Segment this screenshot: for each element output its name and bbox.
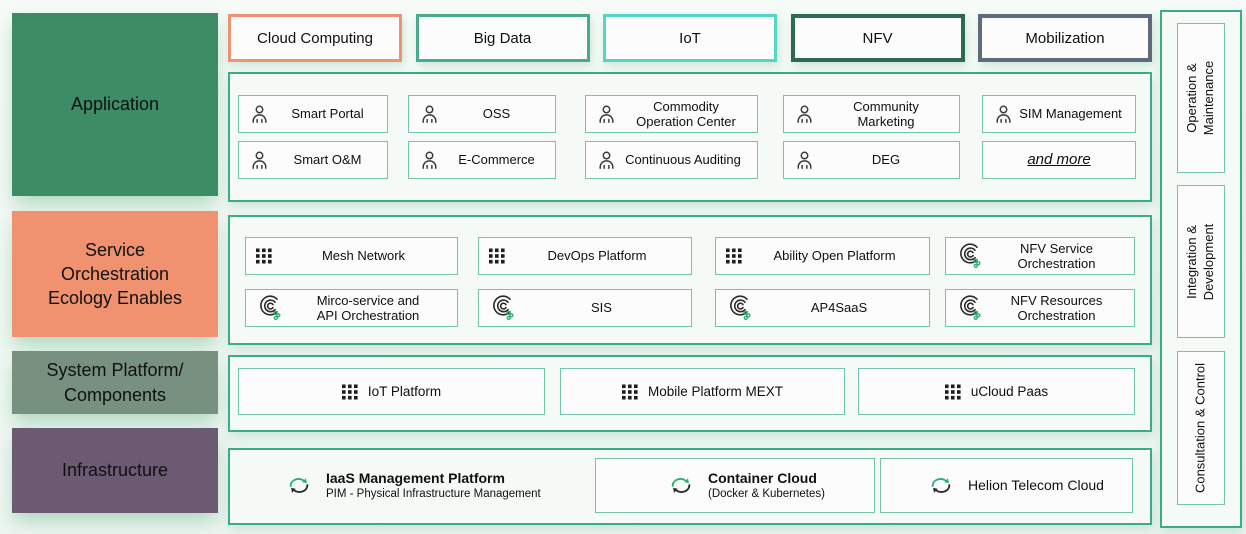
layer-label-application: Application bbox=[12, 13, 218, 196]
item-label: Mesh Network bbox=[321, 248, 406, 264]
item-label: Mirco-service and API Orchestration bbox=[316, 292, 420, 323]
cloud-sync-icon bbox=[926, 473, 956, 498]
item-label: Ability Open Platform bbox=[773, 248, 896, 264]
lifecycle-sidebar: Operation & Maintenance Integration & De… bbox=[1160, 10, 1242, 528]
system-platform-section: IoT Platform Mobile Platform MEXT uCloud… bbox=[228, 355, 1152, 432]
orchestration-icon bbox=[726, 294, 751, 322]
app-item-deg: DEG bbox=[783, 141, 960, 179]
sys-item-iot-platform: IoT Platform bbox=[238, 368, 545, 415]
orchestration-icon bbox=[489, 294, 514, 322]
item-title: Container Cloud bbox=[708, 469, 817, 486]
item-label: E-Commerce bbox=[458, 152, 535, 168]
item-label: SIS bbox=[591, 300, 612, 316]
item-label: DevOps Platform bbox=[547, 248, 647, 264]
user-icon bbox=[249, 104, 270, 125]
item-label: Smart O&M bbox=[293, 152, 362, 168]
item-label: NFV Service Orchestration bbox=[1017, 240, 1096, 271]
inf-item-iaas-management-platform: IaaS Management Platform PIM - Physical … bbox=[270, 458, 600, 513]
app-item-smart-portal: Smart Portal bbox=[238, 95, 388, 133]
grid-icon bbox=[256, 248, 272, 264]
tab-iot[interactable]: IoT bbox=[603, 14, 777, 62]
inf-item-helion-telecom-cloud: Helion Telecom Cloud bbox=[880, 458, 1133, 513]
svc-item-mesh-network: Mesh Network bbox=[245, 237, 458, 275]
orchestration-icon bbox=[956, 242, 981, 270]
sys-item-mobile-platform-mext: Mobile Platform MEXT bbox=[560, 368, 845, 415]
user-icon bbox=[596, 150, 617, 171]
grid-icon bbox=[341, 384, 358, 400]
grid-icon bbox=[621, 384, 638, 400]
sidebar-item-label: Consultation & Control bbox=[1192, 362, 1208, 494]
item-label: Smart Portal bbox=[291, 106, 364, 122]
item-subtitle: (Docker & Kubernetes) bbox=[708, 488, 825, 501]
svc-item-nfv-resources-orchestration: NFV Resources Orchestration bbox=[945, 289, 1135, 327]
infrastructure-section: IaaS Management Platform PIM - Physical … bbox=[228, 448, 1152, 525]
item-title: IaaS Management Platform bbox=[326, 469, 505, 486]
item-label: IoT Platform bbox=[367, 383, 442, 399]
tab-big-data[interactable]: Big Data bbox=[415, 14, 590, 62]
layer-label-service-orchestration: Service Orchestration Ecology Enables bbox=[12, 211, 218, 337]
sidebar-item-consultation-control: Consultation & Control bbox=[1177, 351, 1225, 505]
item-label: Commodity Operation Center bbox=[636, 98, 736, 129]
user-icon bbox=[794, 150, 815, 171]
svc-item-ability-open-platform: Ability Open Platform bbox=[715, 237, 930, 275]
item-label: Continuous Auditing bbox=[625, 152, 741, 168]
app-item-sim-management: SIM Management bbox=[982, 95, 1136, 133]
sidebar-item-integration-development: Integration & Development bbox=[1177, 185, 1225, 338]
app-item-smart-om: Smart O&M bbox=[238, 141, 388, 179]
grid-icon bbox=[489, 248, 505, 264]
item-label: AP4SaaS bbox=[810, 300, 868, 316]
user-icon bbox=[794, 104, 815, 125]
cloud-sync-icon bbox=[284, 473, 314, 498]
orchestration-icon bbox=[956, 294, 981, 322]
application-section: Smart Portal OSS Commodity Operation Cen… bbox=[228, 72, 1152, 202]
item-label: and more bbox=[1027, 151, 1091, 169]
svc-item-sis: SIS bbox=[478, 289, 692, 327]
cloud-sync-icon bbox=[666, 473, 696, 498]
inf-item-container-cloud: Container Cloud (Docker & Kubernetes) bbox=[595, 458, 875, 513]
layer-label-infrastructure: Infrastructure bbox=[12, 428, 218, 513]
grid-icon bbox=[944, 384, 961, 400]
app-item-and-more: and more bbox=[982, 141, 1136, 179]
user-icon bbox=[993, 104, 1014, 125]
item-label: SIM Management bbox=[1019, 106, 1122, 122]
grid-icon bbox=[726, 248, 742, 264]
sidebar-item-label: Integration & Development bbox=[1184, 223, 1216, 300]
svc-item-devops-platform: DevOps Platform bbox=[478, 237, 692, 275]
app-item-community-marketing: Community Marketing bbox=[783, 95, 960, 133]
item-label: Community Marketing bbox=[853, 98, 919, 129]
app-item-oss: OSS bbox=[408, 95, 556, 133]
item-label: NFV Resources Orchestration bbox=[1010, 292, 1103, 323]
app-item-commodity-operation-center: Commodity Operation Center bbox=[585, 95, 758, 133]
orchestration-icon bbox=[256, 294, 281, 322]
user-icon bbox=[419, 104, 440, 125]
tab-cloud-computing[interactable]: Cloud Computing bbox=[228, 14, 402, 62]
user-icon bbox=[249, 150, 270, 171]
sys-item-ucloud-paas: uCloud Paas bbox=[858, 368, 1135, 415]
svc-item-nfv-service-orchestration: NFV Service Orchestration bbox=[945, 237, 1135, 275]
layer-label-system-platform: System Platform/ Components bbox=[12, 351, 218, 414]
item-label: uCloud Paas bbox=[970, 383, 1049, 399]
svc-item-ap4saas: AP4SaaS bbox=[715, 289, 930, 327]
sidebar-item-label: Operation & Maintenance bbox=[1184, 60, 1216, 136]
tab-nfv[interactable]: NFV bbox=[790, 14, 965, 62]
app-item-continuous-auditing: Continuous Auditing bbox=[585, 141, 758, 179]
service-orchestration-section: Mesh Network DevOps Platform Ability Ope… bbox=[228, 215, 1152, 345]
domain-tab-row: Cloud Computing Big Data IoT NFV Mobiliz… bbox=[228, 14, 1152, 62]
item-label: DEG bbox=[871, 152, 901, 168]
app-item-e-commerce: E-Commerce bbox=[408, 141, 556, 179]
item-title: Helion Telecom Cloud bbox=[968, 477, 1104, 494]
item-label: OSS bbox=[482, 106, 511, 122]
item-subtitle: PIM - Physical Infrastructure Management bbox=[326, 488, 541, 501]
user-icon bbox=[596, 104, 617, 125]
sidebar-item-operation-maintenance: Operation & Maintenance bbox=[1177, 23, 1225, 173]
svc-item-microservice-api-orchestration: Mirco-service and API Orchestration bbox=[245, 289, 458, 327]
tab-mobilization[interactable]: Mobilization bbox=[978, 14, 1152, 62]
item-label: Mobile Platform MEXT bbox=[647, 383, 784, 399]
user-icon bbox=[419, 150, 440, 171]
